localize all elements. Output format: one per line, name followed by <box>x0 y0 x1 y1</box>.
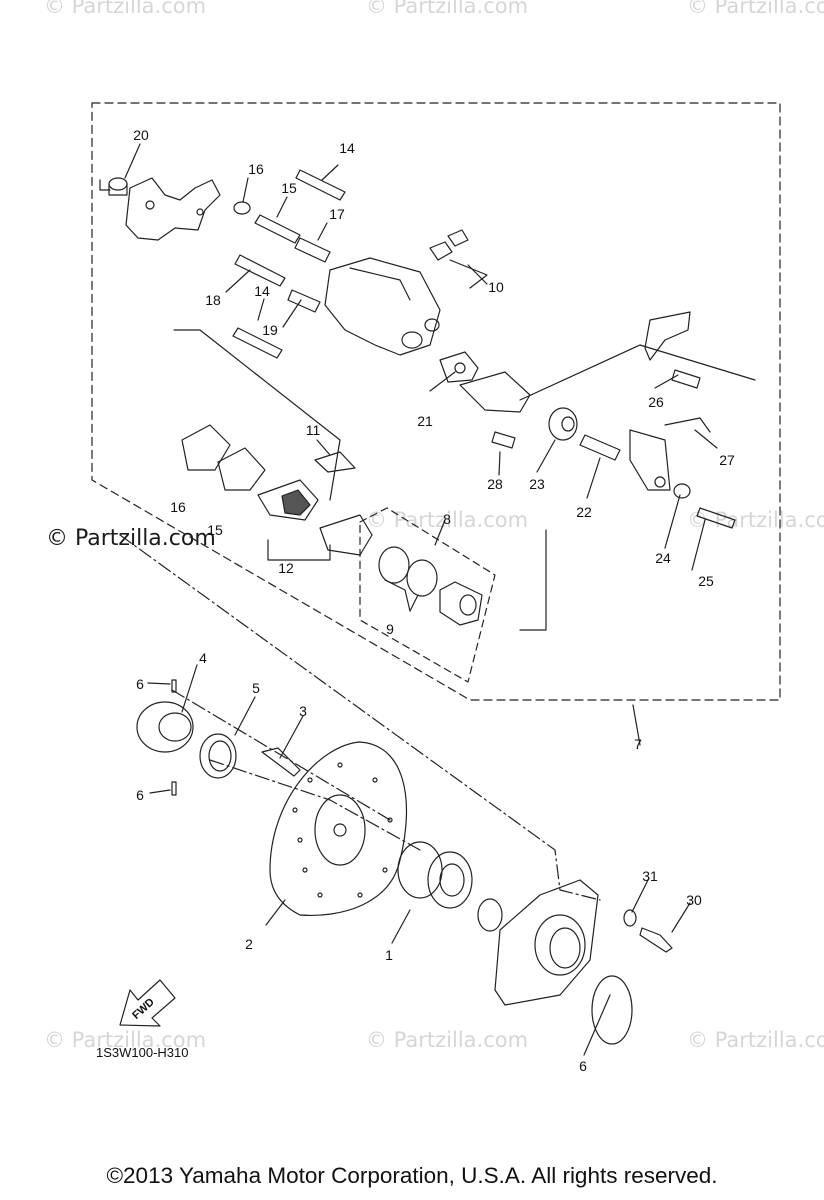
piston-kit-boundary <box>359 507 496 683</box>
callout-label: 6 <box>136 787 144 803</box>
rotor-holes <box>292 762 393 898</box>
bolt-3 <box>261 747 301 777</box>
callout-label: 15 <box>281 180 297 196</box>
callout-label: 19 <box>262 322 278 338</box>
callout-label: 5 <box>252 680 260 696</box>
callout-label: 1 <box>385 947 393 963</box>
callout-label: 11 <box>305 422 321 438</box>
watermark: © Partzilla.com <box>44 1028 207 1052</box>
callout-label: 14 <box>254 283 270 299</box>
caliper-pins <box>232 169 346 359</box>
callout-label: 28 <box>487 476 503 492</box>
callout-label: 22 <box>576 504 592 520</box>
callout-label: 31 <box>642 868 658 884</box>
watermark: © Partzilla.com <box>44 0 207 18</box>
callout-label: 3 <box>299 703 307 719</box>
callout-label: 12 <box>278 560 294 576</box>
callout-label: 4 <box>199 650 207 666</box>
watermark: © Partzilla.com <box>366 1028 529 1052</box>
callout-label: 16 <box>170 499 186 515</box>
callout-label: 27 <box>719 452 735 468</box>
callout-label: 8 <box>443 511 451 527</box>
diagram-code: 1S3W100-H310 <box>96 1045 189 1060</box>
group-brackets <box>173 259 756 631</box>
callout-label: 18 <box>205 292 221 308</box>
nut-4 <box>136 679 194 796</box>
callout-label: 21 <box>417 413 433 429</box>
callout-label: 7 <box>634 736 642 752</box>
callout-label: 25 <box>698 573 714 589</box>
callout-label: 16 <box>248 161 264 177</box>
leader-lines <box>124 143 718 1056</box>
brake-pads <box>181 424 373 556</box>
callout-label: 14 <box>339 140 355 156</box>
assembly-boundary <box>91 102 781 701</box>
lever-assembly <box>459 371 621 461</box>
callout-label: 2 <box>245 936 253 952</box>
callout-label: 6 <box>136 676 144 692</box>
copyright-notice: ©2013 Yamaha Motor Corporation, U.S.A. A… <box>106 1163 718 1188</box>
o-ring <box>477 898 503 932</box>
callout-label: 17 <box>329 206 345 222</box>
bleeder-12 <box>429 229 469 261</box>
watermark-dark: © Partzilla.com <box>46 526 216 551</box>
bolt-30 <box>639 927 673 953</box>
callout-label: 10 <box>488 279 504 295</box>
callout-label: 23 <box>529 476 545 492</box>
callout-label: 6 <box>579 1058 587 1074</box>
fwd-arrow-icon <box>119 979 176 1027</box>
watermark: © Partzilla.com <box>687 1028 824 1052</box>
ring-5 <box>199 733 237 779</box>
watermark: © Partzilla.com <box>366 0 529 18</box>
washer-31 <box>623 909 637 927</box>
caliper-body <box>324 257 441 356</box>
brake-rotor-2 <box>269 741 408 917</box>
callout-label: 30 <box>686 892 702 908</box>
callout-label: 24 <box>655 550 671 566</box>
arm-parts <box>629 311 736 529</box>
collar-22 <box>99 177 128 196</box>
callout-label: 26 <box>648 394 664 410</box>
watermark: © Partzilla.com <box>687 0 824 18</box>
callout-label: 20 <box>133 127 149 143</box>
callout-label: 15 <box>207 522 223 538</box>
caliper-bracket <box>125 177 221 241</box>
piston-kit <box>378 546 483 626</box>
caliper-support <box>494 879 633 1045</box>
seal-plate-23 <box>439 351 479 383</box>
callout-label: 9 <box>386 621 394 637</box>
hub-1 <box>397 841 473 909</box>
